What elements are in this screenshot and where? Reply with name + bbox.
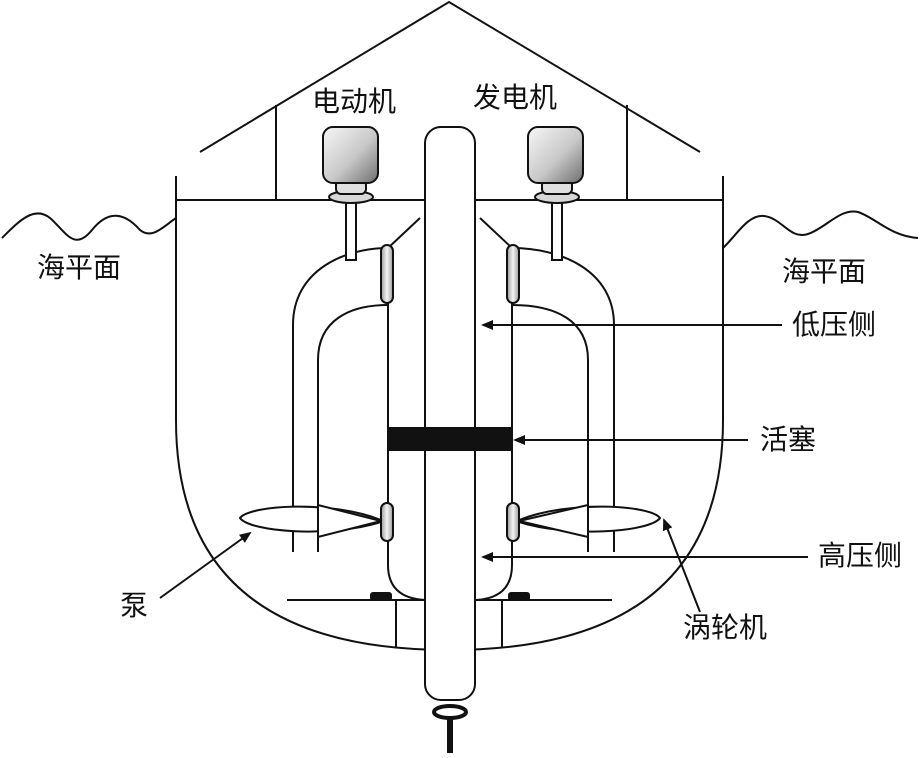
valve-lower-right: [506, 502, 520, 542]
cylinder-bottom-left: [387, 564, 426, 601]
valve-lower-left: [380, 502, 394, 542]
central-column: [424, 126, 476, 701]
connector-left: [387, 217, 421, 249]
pump-label: 泵: [120, 589, 149, 622]
sea-surface-right: [722, 210, 919, 249]
motor-housing: [322, 126, 379, 184]
bottom-pad-right: [508, 592, 530, 601]
roof-outline: [199, 0, 701, 153]
generator-label: 发电机: [473, 81, 558, 114]
pump-propeller-blade: [317, 503, 382, 539]
high-pressure-label: 高压侧: [818, 539, 903, 572]
sea-level-label-left: 海平面: [37, 251, 122, 284]
sea-level-label-right: 海平面: [782, 255, 867, 288]
pump-pipe-inner: [317, 304, 389, 552]
generator-shaft: [551, 199, 563, 261]
turbine-propeller-blade: [518, 503, 589, 539]
turbine-pipe-outer: [511, 247, 615, 552]
generator-housing: [527, 126, 584, 184]
bottom-pad-left: [370, 592, 392, 601]
connector-right: [479, 217, 513, 249]
valve-upper-left: [380, 244, 394, 304]
motor-label: 电动机: [312, 85, 397, 118]
piston-label: 活塞: [760, 423, 817, 456]
pump-pipe-outer: [292, 247, 389, 552]
cylinder-bottom-right: [475, 564, 513, 601]
sea-surface-left: [1, 212, 177, 241]
arrow-turbine: [662, 518, 701, 613]
low-pressure-label: 低压侧: [792, 308, 877, 341]
valve-upper-right: [506, 244, 520, 304]
arrow-pump: [159, 531, 252, 599]
turbine-pipe-inner: [511, 304, 589, 552]
turbine-label: 涡轮机: [683, 611, 768, 644]
piston: [388, 427, 513, 451]
motor-shaft: [345, 199, 357, 261]
